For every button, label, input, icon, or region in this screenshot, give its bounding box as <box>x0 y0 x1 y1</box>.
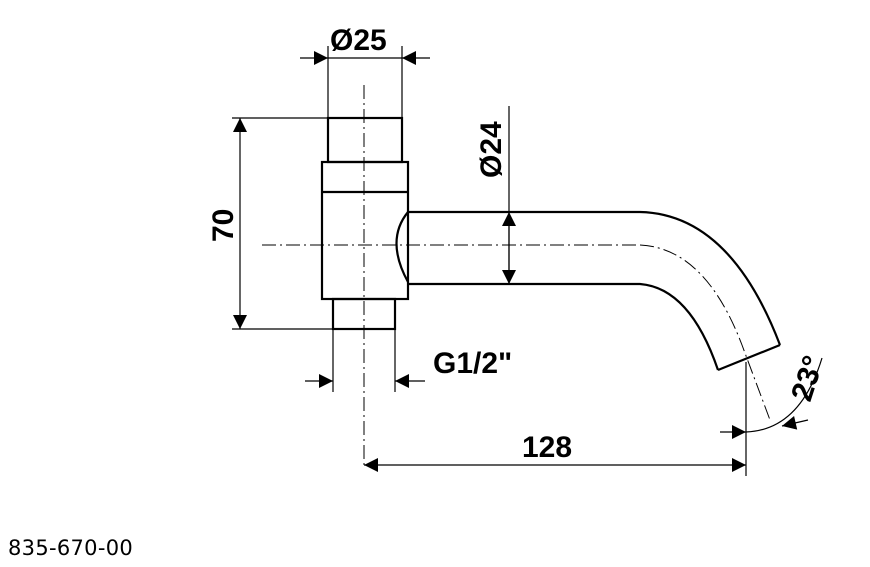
spout-centerline <box>639 244 771 421</box>
spout-tube-lower <box>408 282 720 371</box>
thread-label: G1/2" <box>433 347 512 380</box>
top-nut <box>326 116 404 164</box>
top-diameter-label: Ø25 <box>330 24 387 57</box>
spout-mouth <box>717 343 781 372</box>
dim-thread <box>305 329 425 392</box>
dim-top-diameter <box>300 46 430 118</box>
height-label: 70 <box>207 209 240 242</box>
spout-body <box>320 116 782 372</box>
angle-label: 23° <box>785 352 830 405</box>
spout-joint-curve <box>395 211 409 283</box>
thread-shank <box>331 297 397 331</box>
main-body <box>320 160 410 301</box>
length-label: 128 <box>522 431 572 464</box>
spout-diameter-label: Ø24 <box>475 121 508 178</box>
spout-tube-upper <box>408 210 782 346</box>
dim-angle <box>745 357 823 433</box>
dim-height <box>232 117 333 330</box>
article-number: 835-670-00 <box>8 536 134 560</box>
dim-length <box>364 362 747 476</box>
